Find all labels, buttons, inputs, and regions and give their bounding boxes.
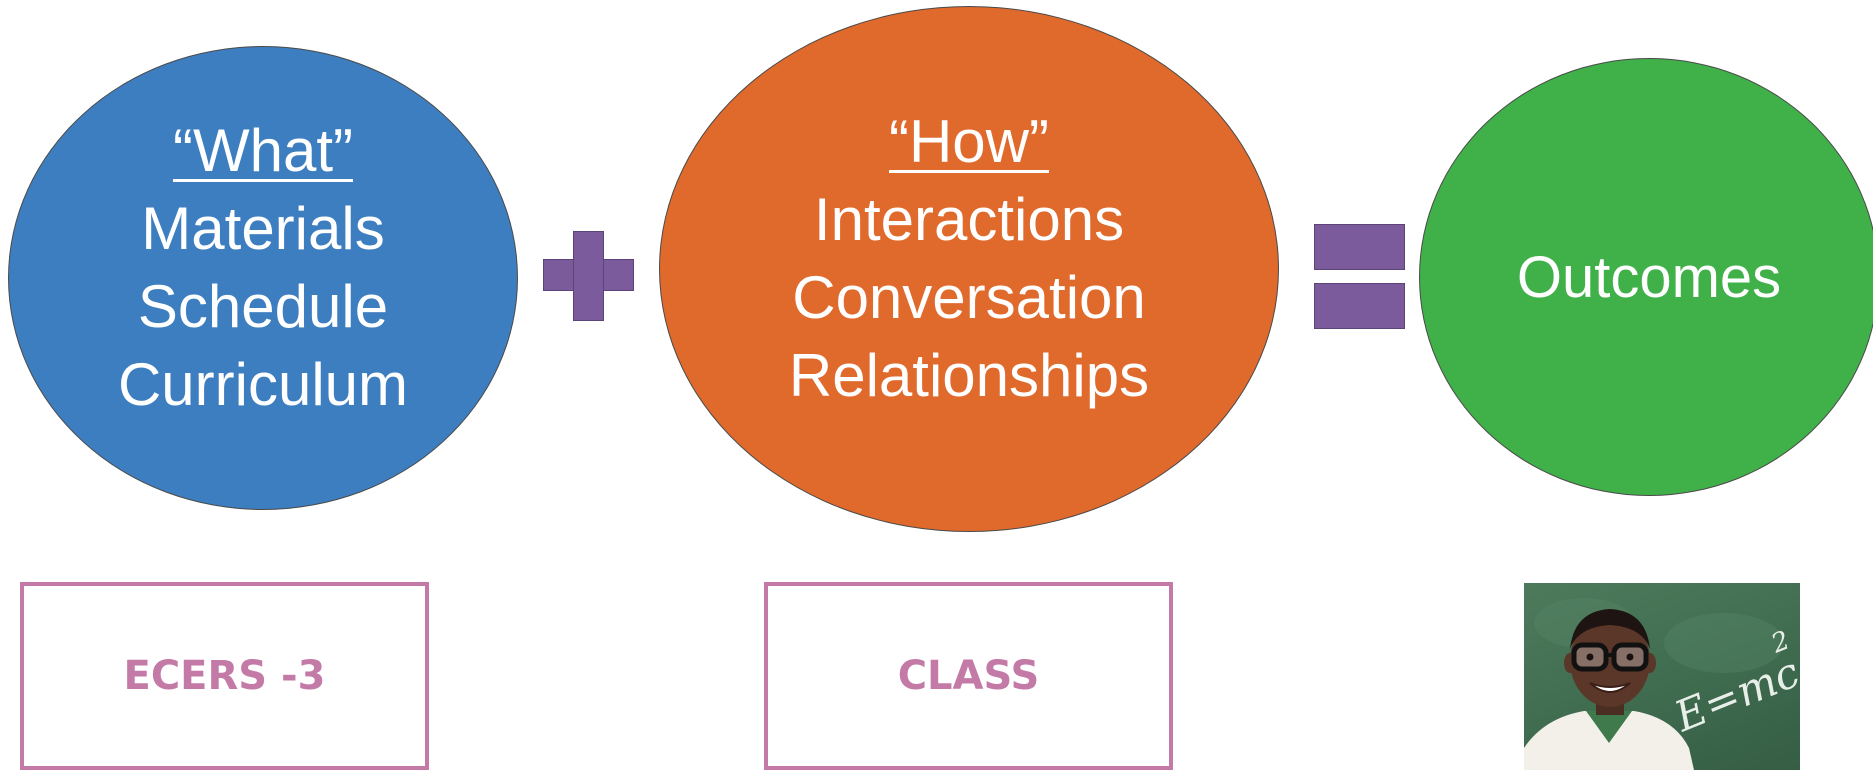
how-heading: “How” bbox=[889, 108, 1049, 175]
what-line-curriculum: Curriculum bbox=[117, 351, 409, 418]
what-line-materials: Materials bbox=[141, 195, 385, 262]
ecers-box: ECERS -3 bbox=[20, 582, 429, 770]
what-ellipse: “What” Materials Schedule Curriculum bbox=[8, 46, 518, 510]
equals-bottom-bar bbox=[1314, 283, 1405, 329]
ecers-label: ECERS -3 bbox=[123, 653, 326, 699]
class-label: CLASS bbox=[897, 653, 1040, 699]
class-box: CLASS bbox=[764, 582, 1173, 770]
outcomes-label: Outcomes bbox=[1516, 244, 1782, 310]
how-line-relationships: Relationships bbox=[788, 342, 1150, 409]
what-heading: “What” bbox=[173, 117, 353, 184]
what-line-schedule: Schedule bbox=[137, 273, 389, 340]
outcomes-ellipse: Outcomes bbox=[1419, 58, 1873, 496]
plus-vertical-bar bbox=[573, 231, 604, 321]
child-photo: E=mc 2 bbox=[1524, 583, 1800, 770]
how-ellipse: “How” Interactions Conversation Relation… bbox=[659, 6, 1279, 532]
child-illustration: E=mc 2 bbox=[1524, 598, 1800, 770]
equals-top-bar bbox=[1314, 224, 1405, 270]
how-line-interactions: Interactions bbox=[813, 186, 1125, 253]
how-line-conversation: Conversation bbox=[792, 264, 1146, 331]
